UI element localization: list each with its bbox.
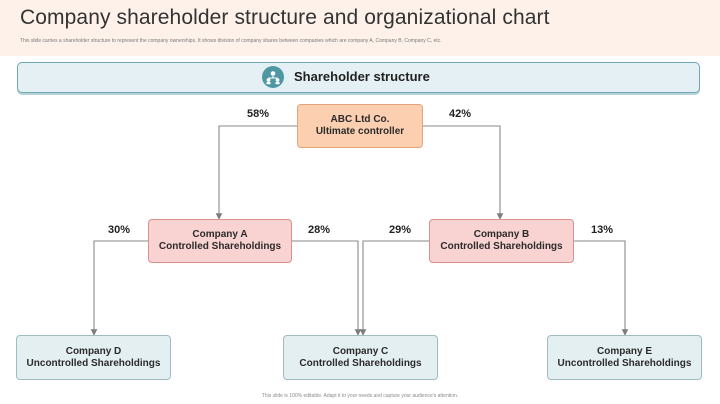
pct-abc-to-a: 58%: [247, 108, 270, 120]
connector-b-to-e: [574, 240, 629, 336]
node-d-name: Company D: [65, 345, 122, 357]
node-a-name: Company A: [192, 229, 248, 240]
header-band: [0, 0, 720, 56]
node-company-c: Company C Controlled Shareholdings: [283, 335, 438, 380]
node-c-role: Controlled Shareholdings: [299, 357, 422, 369]
node-e-name: Company E: [596, 345, 652, 357]
node-company-b: Company B Controlled Shareholdings: [429, 219, 574, 263]
node-c-name: Company C: [332, 345, 389, 357]
pct-a-to-d: 30%: [108, 224, 131, 236]
node-b-role: Controlled Shareholdings: [440, 241, 563, 252]
node-a-role: Controlled Shareholdings: [158, 241, 282, 252]
connector-a-to-d: [90, 240, 149, 336]
node-abc-name: ABC Ltd Co.: [330, 114, 390, 125]
pct-abc-to-b: 42%: [449, 108, 472, 120]
org-chart-icon: [262, 66, 284, 88]
connector-a-to-c: [292, 240, 362, 336]
pct-a-to-c: 28%: [308, 224, 331, 236]
node-b-name: Company B: [473, 229, 530, 240]
node-company-a: Company A Controlled Shareholdings: [148, 219, 292, 263]
node-e-role: Uncontrolled Shareholdings: [557, 357, 692, 369]
section-banner: Shareholder structure: [17, 62, 700, 93]
page-title: Company shareholder structure and organi…: [20, 6, 550, 29]
node-abc-ltd: ABC Ltd Co. Ultimate controller: [297, 104, 423, 148]
pct-b-to-e: 13%: [591, 224, 614, 236]
connector-abc-to-b: [423, 125, 504, 220]
node-abc-role: Ultimate controller: [315, 126, 405, 137]
pct-b-to-c: 29%: [389, 224, 412, 236]
node-d-role: Uncontrolled Shareholdings: [26, 357, 161, 369]
section-label: Shareholder structure: [294, 69, 430, 84]
node-company-e: Company E Uncontrolled Shareholdings: [547, 335, 702, 380]
connector-b-to-c: [359, 240, 429, 336]
footer-note: This slide is 100% editable. Adapt it to…: [261, 393, 459, 399]
node-company-d: Company D Uncontrolled Shareholdings: [16, 335, 171, 380]
page-subtitle: This slide carries a shareholder structu…: [20, 38, 442, 44]
connector-abc-to-a: [215, 125, 297, 220]
